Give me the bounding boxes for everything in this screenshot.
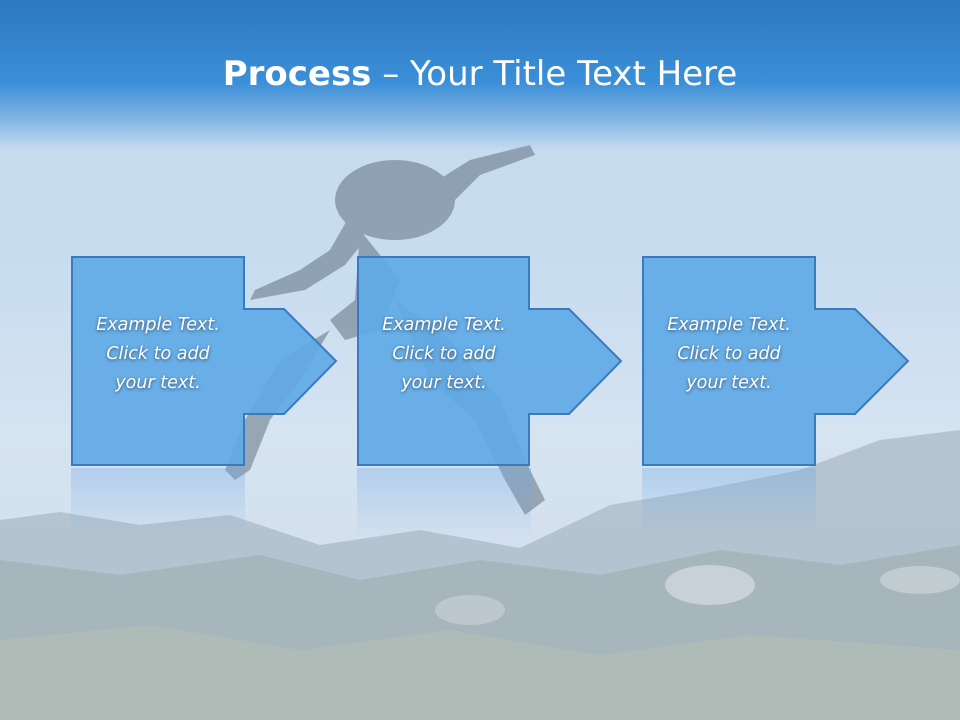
step-arrow-shape (642, 256, 910, 466)
process-step-1[interactable]: Example Text. Click to add your text. (71, 256, 338, 466)
step-text: Example Text. Click to add your text. (96, 315, 220, 393)
title-bold: Process (222, 54, 372, 94)
slide-title[interactable]: Process – Your Title Text Here (0, 50, 960, 98)
step-reflection (642, 468, 816, 538)
header-band (0, 0, 960, 150)
step-text: Example Text. Click to add your text. (667, 315, 791, 393)
step-reflection (71, 468, 245, 538)
step-arrow-shape (357, 256, 623, 466)
process-step-2[interactable]: Example Text. Click to add your text. (357, 256, 623, 466)
title-rest: – Your Title Text Here (371, 54, 738, 94)
step-reflection (357, 468, 531, 538)
step-arrow-shape (71, 256, 338, 466)
step-text: Example Text. Click to add your text. (382, 315, 506, 393)
process-step-3[interactable]: Example Text. Click to add your text. (642, 256, 910, 466)
